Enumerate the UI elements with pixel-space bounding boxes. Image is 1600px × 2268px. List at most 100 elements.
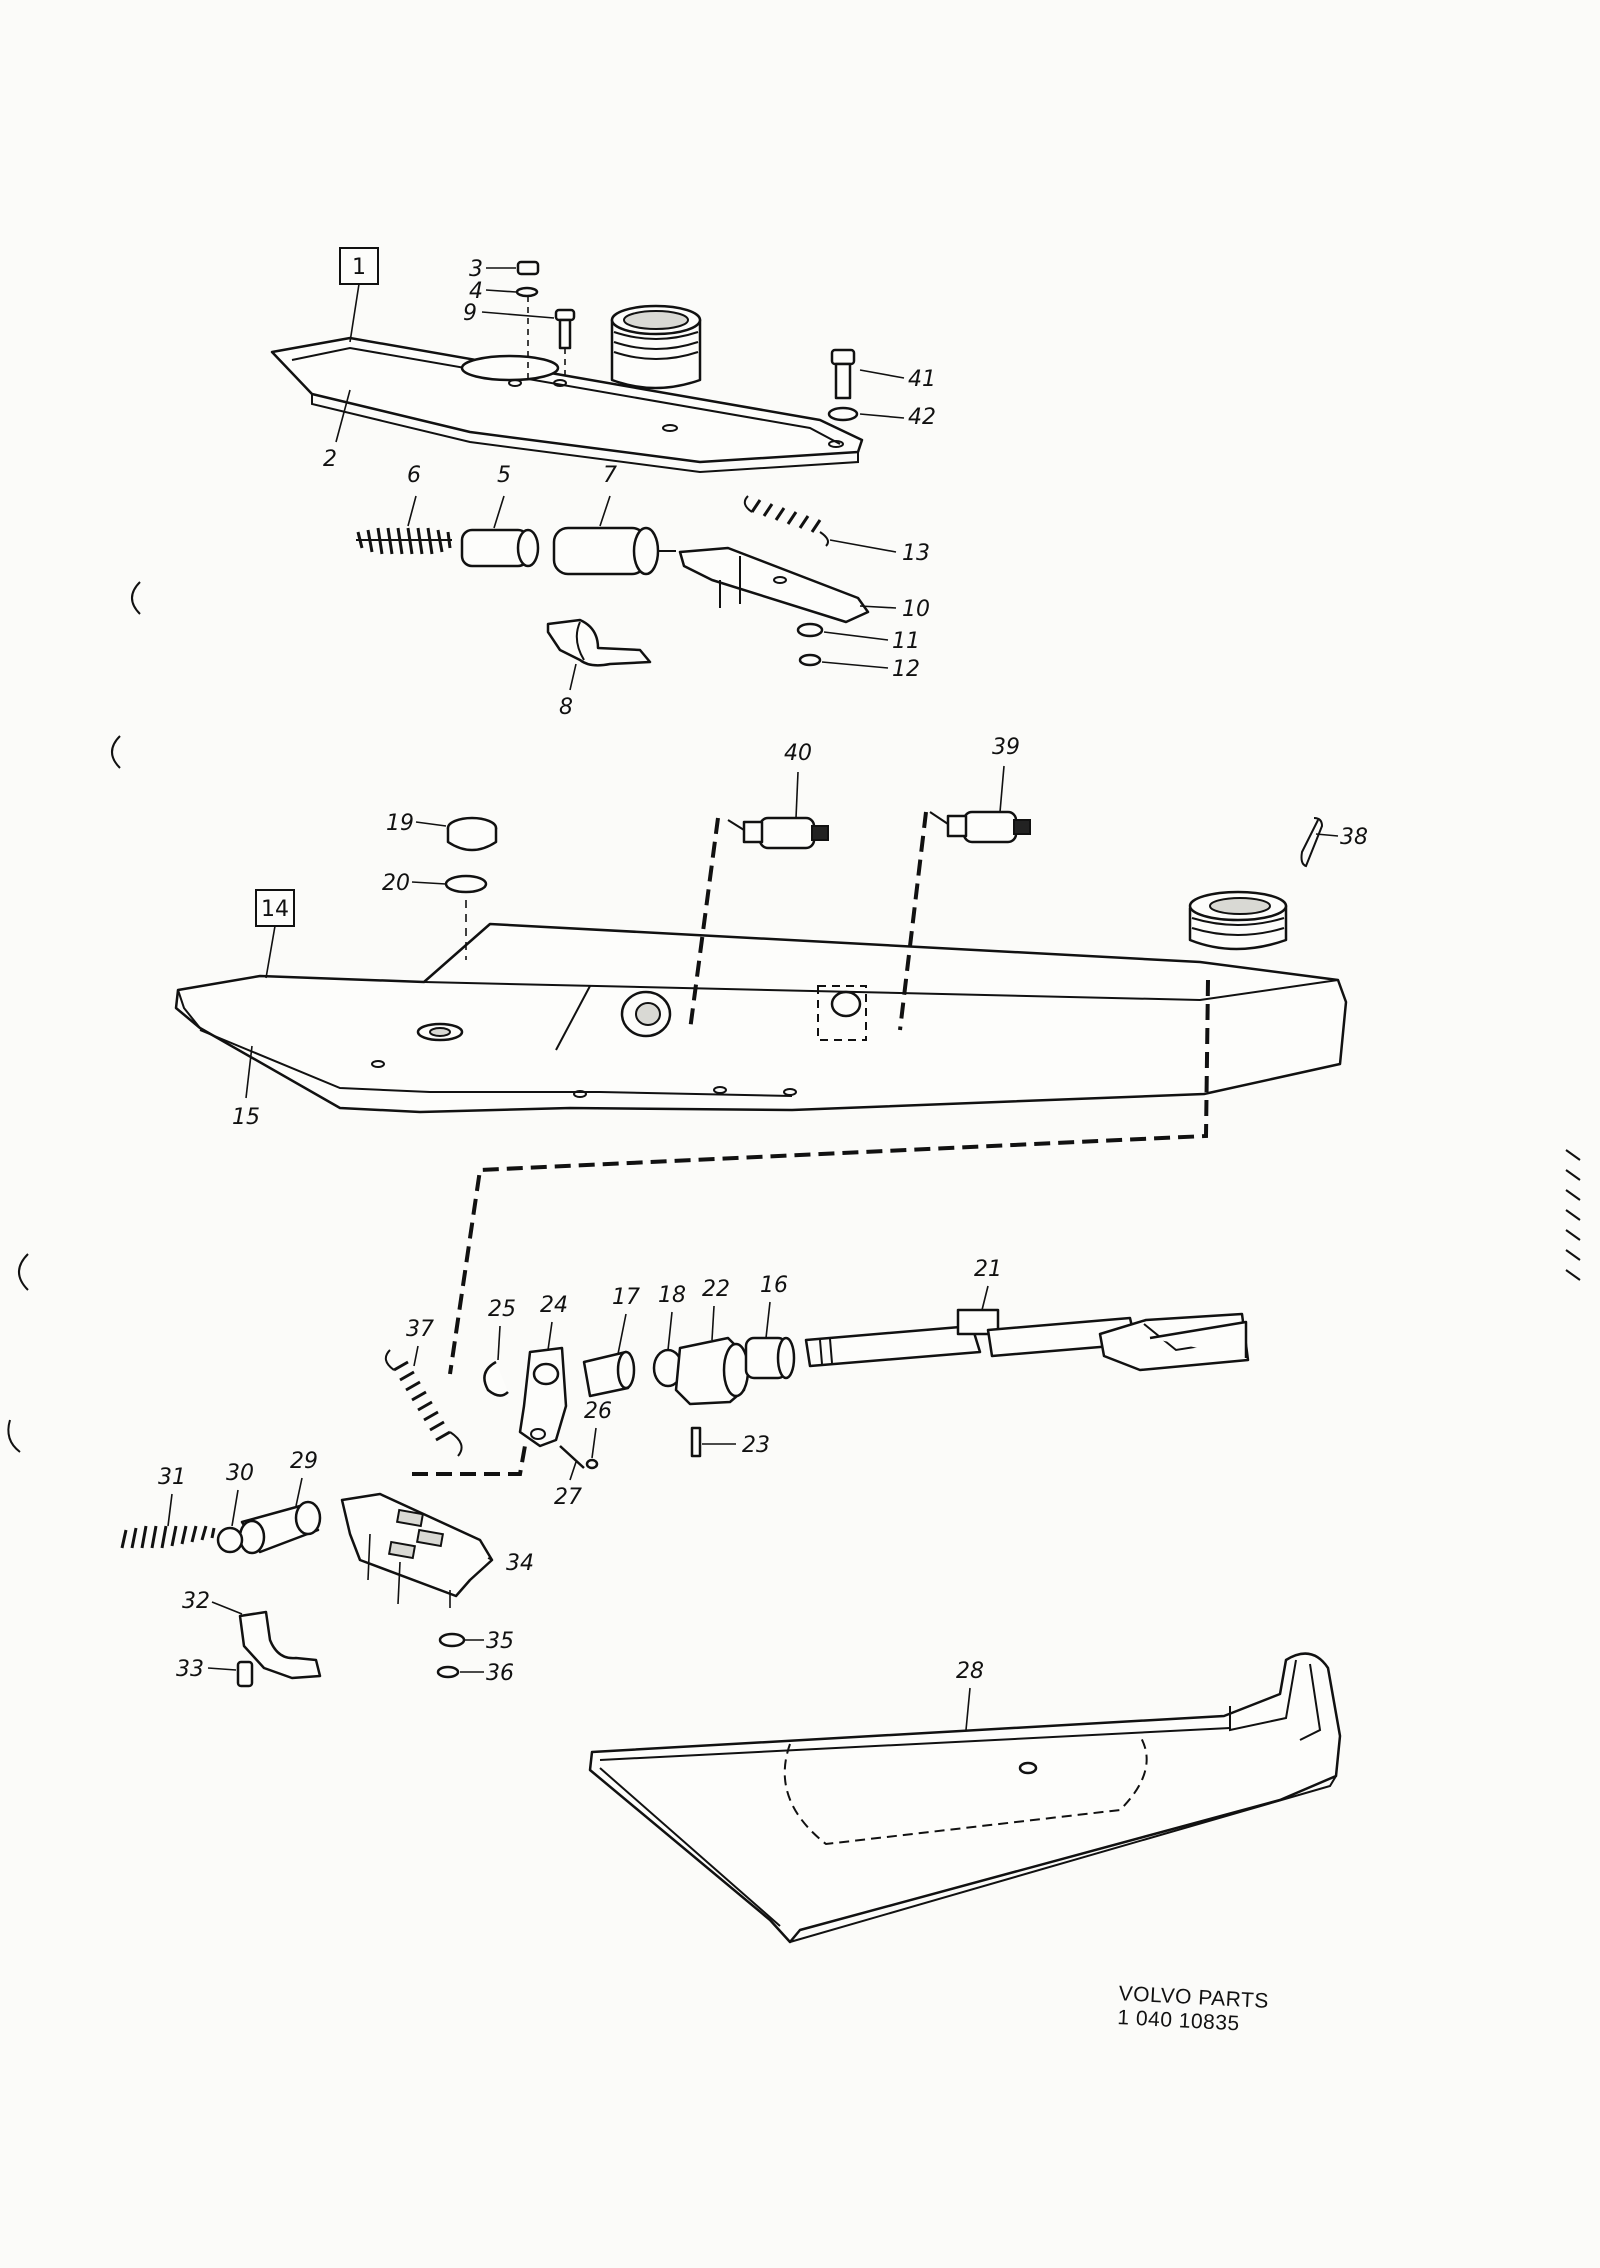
lever-24: [518, 1346, 568, 1448]
ball-26: [585, 1458, 599, 1470]
sleeve-7: [552, 526, 676, 576]
svg-text:34: 34: [506, 1551, 534, 1576]
callout-11: 11: [823, 629, 920, 654]
catalog-reference: VOLVO PARTS 1 040 10835: [1117, 1982, 1269, 2038]
switch-39: [929, 810, 1031, 844]
svg-text:28: 28: [956, 1659, 984, 1684]
callout-23: 23: [702, 1433, 770, 1458]
callout-29: 29: [290, 1449, 318, 1507]
svg-text:27: 27: [554, 1485, 582, 1510]
callout-10: 10: [859, 597, 930, 622]
bracket-8: [546, 618, 652, 667]
washer-35: [438, 1632, 466, 1648]
callout-32: 32: [182, 1589, 243, 1615]
screw-27: [559, 1445, 585, 1469]
callout-8: 8: [559, 663, 577, 720]
sleeve-5: [460, 528, 540, 568]
callout-20: 20: [382, 871, 447, 896]
callout-18: 18: [658, 1283, 686, 1351]
edge-hatch: [1565, 1149, 1581, 1281]
svg-text:32: 32: [182, 1589, 210, 1614]
callout-37: 37: [406, 1317, 434, 1367]
svg-text:12: 12: [892, 657, 920, 682]
ball-30: [216, 1526, 244, 1554]
callout-17: 17: [612, 1285, 640, 1355]
svg-text:10: 10: [902, 597, 930, 622]
washer-11: [796, 622, 824, 638]
spring-31: [120, 1525, 216, 1549]
bolt-3: [516, 260, 540, 380]
callout-42: 42: [859, 405, 936, 430]
svg-text:30: 30: [226, 1461, 254, 1486]
svg-text:14: 14: [261, 897, 289, 922]
svg-text:26: 26: [584, 1399, 612, 1424]
group-label-14: 14: [255, 889, 295, 979]
switch-40: [727, 816, 829, 850]
svg-text:24: 24: [540, 1293, 568, 1318]
spring-13: [743, 495, 829, 547]
svg-text:33: 33: [176, 1657, 204, 1682]
callout-21: 21: [974, 1257, 1002, 1311]
housing: [174, 890, 1348, 1114]
svg-text:7: 7: [603, 463, 617, 488]
callout-12: 12: [821, 657, 920, 682]
washer-4: [515, 286, 539, 298]
svg-text:20: 20: [382, 871, 410, 896]
svg-text:17: 17: [612, 1285, 640, 1310]
svg-text:41: 41: [908, 367, 936, 392]
callout-26: 26: [584, 1399, 612, 1459]
svg-text:4: 4: [469, 279, 483, 304]
svg-text:8: 8: [559, 695, 573, 720]
svg-text:22: 22: [702, 1277, 730, 1302]
callout-7: 7: [599, 463, 617, 527]
coupling-22: [674, 1336, 750, 1406]
callout-36: 36: [460, 1661, 514, 1686]
svg-text:1: 1: [352, 255, 366, 280]
svg-text:39: 39: [992, 735, 1020, 760]
svg-text:5: 5: [497, 463, 511, 488]
bolt-33: [236, 1660, 254, 1688]
svg-text:19: 19: [386, 811, 414, 836]
spring-37: [384, 1349, 463, 1457]
callout-35: 35: [464, 1629, 514, 1654]
clip-38: [1300, 817, 1324, 868]
svg-text:13: 13: [902, 541, 930, 566]
svg-text:36: 36: [486, 1661, 514, 1686]
svg-text:2: 2: [323, 447, 337, 472]
washer-20: [444, 874, 488, 894]
callout-15: 15: [232, 1045, 260, 1130]
svg-text:38: 38: [1340, 825, 1368, 850]
svg-text:16: 16: [760, 1273, 788, 1298]
bottom-tray-28: [588, 1652, 1342, 1944]
clip-12: [798, 653, 822, 667]
callout-3: 3: [469, 257, 516, 282]
bracket-32: [238, 1610, 322, 1680]
callout-40: 40: [784, 741, 812, 819]
callout-30: 30: [226, 1461, 254, 1527]
callout-6: 6: [407, 463, 421, 527]
callout-27: 27: [554, 1461, 582, 1510]
callout-41: 41: [859, 367, 936, 392]
lever-plate-34: [340, 1492, 494, 1608]
callout-33: 33: [176, 1657, 237, 1682]
pin-23: [690, 1426, 702, 1458]
callout-38: 38: [1315, 825, 1368, 850]
callout-24: 24: [540, 1293, 568, 1351]
shaft-21: [804, 1308, 1250, 1372]
callout-34: 34: [487, 1551, 534, 1576]
callout-16: 16: [760, 1273, 788, 1339]
bushing-17: [582, 1350, 636, 1398]
svg-text:3: 3: [469, 257, 483, 282]
svg-text:35: 35: [486, 1629, 514, 1654]
sleeve-16: [744, 1336, 796, 1380]
svg-text:42: 42: [908, 405, 936, 430]
callout-9: 9: [463, 301, 555, 326]
svg-text:18: 18: [658, 1283, 686, 1308]
svg-text:37: 37: [406, 1317, 434, 1342]
svg-text:40: 40: [784, 741, 812, 766]
callout-5: 5: [493, 463, 511, 529]
callout-31: 31: [158, 1465, 186, 1527]
callout-28: 28: [956, 1659, 984, 1731]
spring-6: [356, 527, 452, 555]
